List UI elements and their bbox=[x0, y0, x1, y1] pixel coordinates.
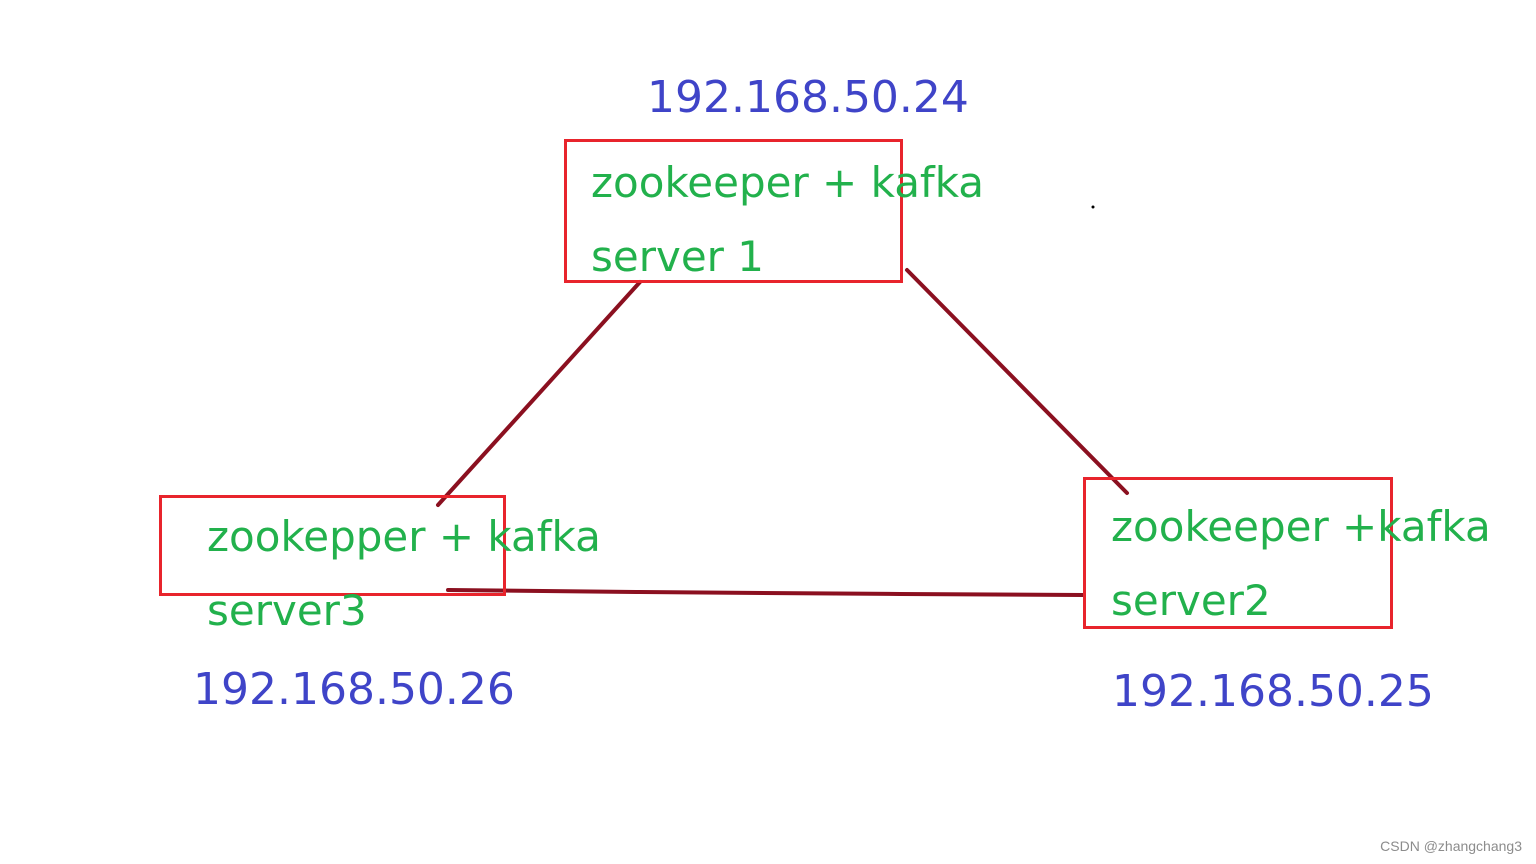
server1-box[interactable] bbox=[564, 139, 903, 283]
stray-dot bbox=[1091, 205, 1095, 209]
link-server3-server2 bbox=[446, 588, 1085, 597]
server3-name: server3 bbox=[207, 586, 367, 635]
server1-name: server 1 bbox=[591, 232, 765, 281]
server2-box[interactable] bbox=[1083, 477, 1393, 629]
server2-name: server2 bbox=[1111, 576, 1271, 625]
server3-box[interactable] bbox=[159, 495, 506, 596]
link-server1-server2 bbox=[905, 268, 1129, 495]
server3-ip: 192.168.50.26 bbox=[193, 664, 515, 715]
link-server1-server3 bbox=[436, 280, 642, 507]
server3-label: zookepper + kafka bbox=[207, 512, 601, 561]
server1-label: zookeeper + kafka bbox=[591, 158, 985, 207]
server1-ip: 192.168.50.24 bbox=[647, 72, 969, 123]
server2-label: zookeeper +kafka bbox=[1111, 502, 1491, 551]
watermark: CSDN @zhangchang3 bbox=[1380, 838, 1522, 854]
server2-ip: 192.168.50.25 bbox=[1112, 666, 1434, 717]
